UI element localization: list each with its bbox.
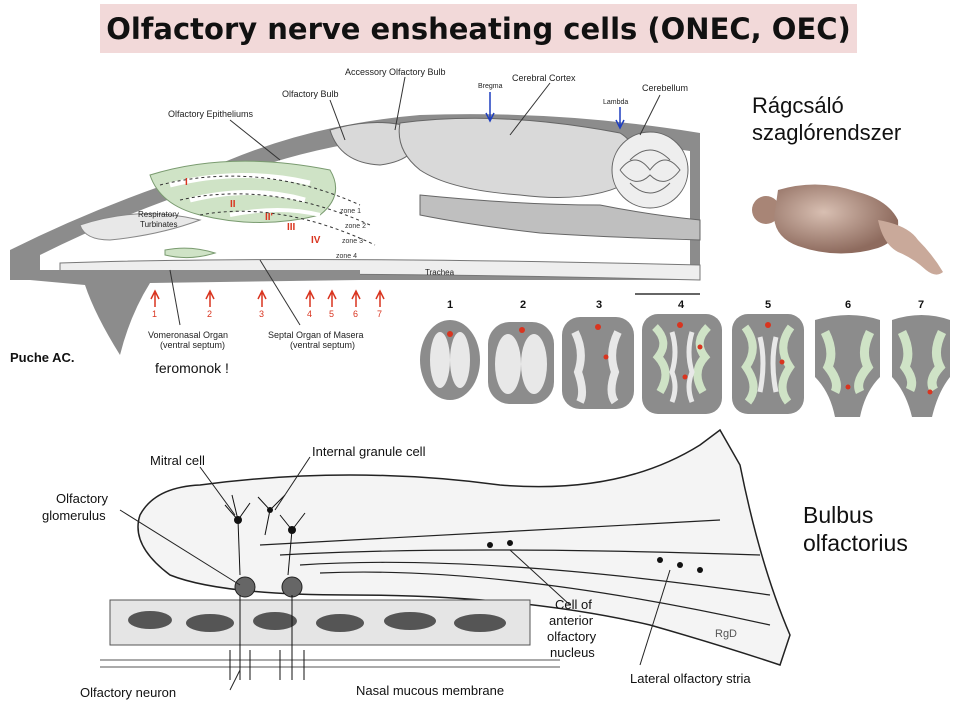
- label-olfactory-epithelium: Olfactory Epitheliums: [168, 109, 254, 119]
- label-septal: Septal Organ of Masera: [268, 330, 364, 340]
- label-aon-3: olfactory: [547, 629, 597, 644]
- svg-text:5: 5: [329, 309, 334, 319]
- section-markers: 1 2 3 4 5 6 7: [151, 291, 384, 319]
- section-marker-5: 5: [328, 291, 336, 319]
- cross-section-3: [562, 317, 634, 409]
- label-olfactory-bulb: Olfactory Bulb: [282, 89, 339, 99]
- section-marker-7: 7: [376, 291, 384, 319]
- svg-text:3: 3: [259, 309, 264, 319]
- label-mitral-cell: Mitral cell: [150, 453, 205, 468]
- rodent-label-line-1: Rágcsáló: [752, 92, 901, 119]
- svg-text:4: 4: [307, 309, 312, 319]
- label-glomerulus-2: glomerulus: [42, 508, 106, 523]
- rodent-olfactory-label: Rágcsáló szaglórendszer: [752, 92, 901, 146]
- section-num-5: 5: [765, 299, 771, 311]
- section-num-3: 3: [596, 299, 602, 311]
- label-accessory-bulb: Accessory Olfactory Bulb: [345, 67, 446, 77]
- zone-iv: IV: [311, 235, 321, 246]
- cerebellum: [612, 132, 688, 208]
- section-marker-6: 6: [352, 291, 360, 319]
- cross-section-6: [815, 315, 880, 417]
- cross-sections: 1 2 3 4 5 6 7: [410, 292, 955, 422]
- label-trachea: Trachea: [425, 268, 455, 277]
- svg-text:7: 7: [377, 309, 382, 319]
- rat-brain-photo: [748, 180, 948, 280]
- rodent-label-line-2: szaglórendszer: [752, 119, 901, 146]
- zone-label-2: zone 2: [345, 223, 366, 230]
- label-lateral-stria: Lateral olfactory stria: [630, 671, 751, 686]
- label-vomeronasal-sub: (ventral septum): [160, 340, 225, 350]
- label-aon-1: Cell of: [555, 597, 592, 612]
- label-aon-2: anterior: [549, 613, 594, 628]
- label-glomerulus-1: Olfactory: [56, 491, 109, 506]
- label-cerebellum: Cerebellum: [642, 83, 688, 93]
- zone-label-4: zone 4: [336, 253, 357, 260]
- cross-section-1: [420, 320, 480, 400]
- section-num-6: 6: [845, 299, 851, 311]
- section-marker-1: 1: [151, 291, 159, 319]
- bulb-diagram: Mitral cell Internal granule cell Olfact…: [0, 425, 800, 707]
- label-septal-sub: (ventral septum): [290, 340, 355, 350]
- bulbus-label-line-1: Bulbus: [803, 501, 908, 529]
- zone-i: I: [185, 177, 188, 188]
- label-aon-4: nucleus: [550, 645, 595, 660]
- svg-text:6: 6: [353, 309, 358, 319]
- zone-ii: II: [230, 199, 236, 210]
- section-marker-4: 4: [306, 291, 314, 319]
- label-bregma: Bregma: [478, 83, 503, 90]
- label-granule-cell: Internal granule cell: [312, 444, 426, 459]
- label-respiratory-1: Respiratory: [138, 210, 179, 219]
- zone-iii: III: [287, 222, 296, 233]
- section-num-1: 1: [447, 299, 453, 311]
- label-nasal-mucous: Nasal mucous membrane: [356, 683, 504, 698]
- zone-label-1: zone 1: [340, 208, 361, 215]
- label-lambda: Lambda: [603, 99, 628, 106]
- page-title: Olfactory nerve ensheating cells (ONEC, …: [100, 4, 857, 53]
- source-note: Puche AC.: [10, 350, 75, 365]
- label-olfactory-neuron: Olfactory neuron: [80, 685, 176, 700]
- label-respiratory-2: Turbinates: [140, 220, 178, 229]
- cross-section-4: [642, 314, 722, 414]
- cross-section-5: [732, 314, 804, 414]
- section-marker-3: 3: [258, 291, 266, 319]
- artist-signature: RgD: [715, 628, 737, 640]
- label-cerebral-cortex: Cerebral Cortex: [512, 73, 576, 83]
- zone-ii-prime: II': [265, 212, 273, 223]
- section-marker-2: 2: [206, 291, 214, 319]
- label-vomeronasal: Vomeronasal Organ: [148, 330, 228, 340]
- bulbus-label: Bulbus olfactorius: [803, 501, 908, 557]
- svg-text:2: 2: [207, 309, 212, 319]
- pheromone-note: feromonok !: [155, 360, 229, 376]
- svg-text:1: 1: [152, 309, 157, 319]
- section-num-7: 7: [918, 299, 924, 311]
- bulbus-label-line-2: olfactorius: [803, 529, 908, 557]
- cross-section-2: [488, 322, 554, 404]
- cross-section-7: [892, 315, 950, 417]
- nasal-mucous-membrane: [100, 600, 560, 667]
- section-num-4: 4: [678, 299, 685, 311]
- zone-label-3: zone 3: [342, 238, 363, 245]
- section-num-2: 2: [520, 299, 526, 311]
